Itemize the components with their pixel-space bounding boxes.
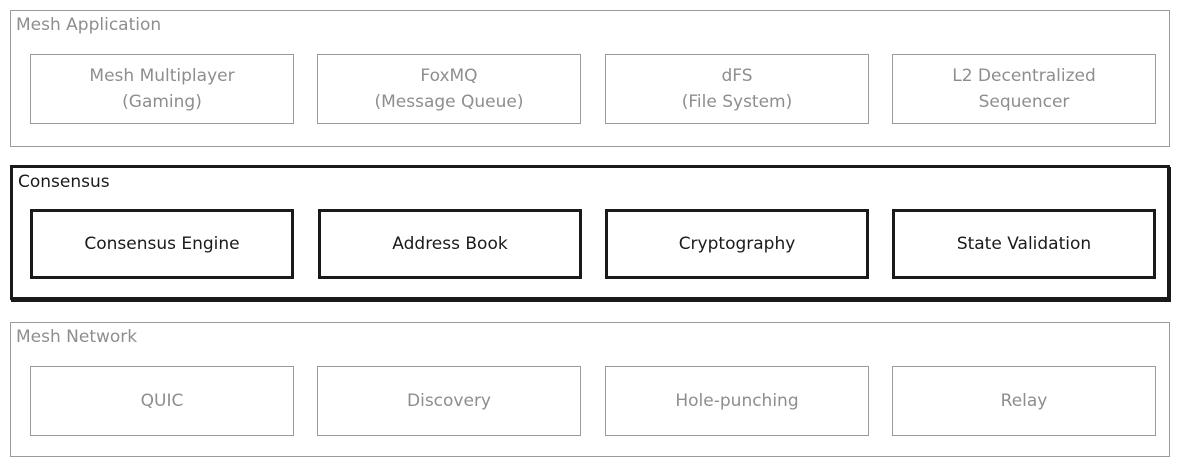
box-label: Relay — [1000, 391, 1048, 411]
layer-title-mesh-application: Mesh Application — [16, 15, 162, 35]
layer-title-mesh-network: Mesh Network — [16, 327, 138, 347]
box-label: Cryptography — [678, 234, 796, 254]
box-dfs: dFS (File System) — [605, 54, 869, 124]
box-quic: QUIC — [30, 366, 294, 436]
box-l2-sequencer: L2 Decentralized Sequencer — [892, 54, 1156, 124]
layer-mesh-network: Mesh Network QUIC Discovery Hole-punchin… — [10, 322, 1170, 457]
box-label: dFS — [721, 66, 753, 86]
box-label: Consensus Engine — [84, 234, 240, 254]
box-label: QUIC — [140, 391, 184, 411]
box-sublabel: Sequencer — [978, 92, 1070, 112]
box-discovery: Discovery — [317, 366, 581, 436]
box-hole-punching: Hole-punching — [605, 366, 869, 436]
box-label: Discovery — [407, 391, 491, 411]
box-label: Address Book — [392, 234, 508, 254]
box-consensus-engine: Consensus Engine — [30, 209, 294, 279]
box-relay: Relay — [892, 366, 1156, 436]
box-state-validation: State Validation — [892, 209, 1156, 279]
box-sublabel: (Message Queue) — [374, 92, 524, 112]
box-label: Mesh Multiplayer — [89, 66, 235, 86]
box-mesh-multiplayer: Mesh Multiplayer (Gaming) — [30, 54, 294, 124]
layer-consensus: Consensus Consensus Engine Address Book … — [10, 165, 1170, 300]
box-label: L2 Decentralized — [952, 66, 1096, 86]
box-sublabel: (File System) — [681, 92, 793, 112]
box-address-book: Address Book — [318, 209, 582, 279]
box-label: Hole-punching — [675, 391, 799, 411]
box-sublabel: (Gaming) — [122, 92, 202, 112]
box-label: State Validation — [956, 234, 1092, 254]
box-foxmq: FoxMQ (Message Queue) — [317, 54, 581, 124]
layer-mesh-application: Mesh Application Mesh Multiplayer (Gamin… — [10, 10, 1170, 147]
box-label: FoxMQ — [420, 66, 478, 86]
layer-title-consensus: Consensus — [18, 172, 110, 192]
box-cryptography: Cryptography — [605, 209, 869, 279]
